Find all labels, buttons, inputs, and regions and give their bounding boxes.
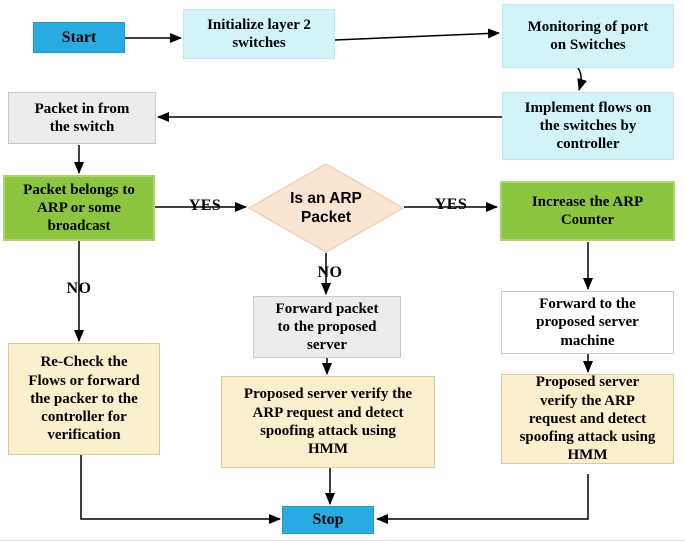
- decision-label: Is an ARP Packet: [290, 189, 362, 226]
- stop-node: Stop: [282, 506, 374, 534]
- yes-label-right: YES: [434, 196, 468, 213]
- recheck-flows-node: Re-Check the Flows or forward the packer…: [8, 343, 160, 455]
- increase-counter-node: Increase the ARP Counter: [500, 181, 675, 241]
- packet-belongs-node: Packet belongs to ARP or some broadcast: [3, 175, 155, 241]
- yes-label-left: YES: [188, 197, 222, 214]
- initialize-switches-node: Initialize layer 2 switches: [183, 9, 335, 59]
- forward-machine-node: Forward to the proposed server machine: [501, 291, 674, 354]
- arrow-init-to-monitoring: [334, 28, 500, 41]
- packet-in-node: Packet in from the switch: [8, 92, 156, 144]
- implement-flows-node: Implement flows on the switches by contr…: [502, 92, 674, 160]
- start-node: Start: [33, 22, 125, 53]
- verify-hmm-mid-node: Proposed server verify the ARP request a…: [221, 376, 435, 468]
- arrow-monitoring-to-implement: [577, 67, 587, 91]
- is-arp-decision: Is an ARP Packet: [248, 163, 404, 253]
- decision-diamond-shape: [248, 163, 404, 253]
- verify-hmm-right-node: Proposed server verify the ARP request a…: [501, 374, 674, 464]
- arrow-verify-right-to-stop: [376, 474, 589, 524]
- no-label-mid: NO: [317, 264, 343, 281]
- forward-packet-node: Forward packet to the proposed server: [253, 296, 401, 358]
- arrow-recheck-to-stop: [80, 455, 281, 524]
- no-label-left: NO: [66, 280, 92, 297]
- monitoring-node: Monitoring of port on Switches: [502, 4, 674, 68]
